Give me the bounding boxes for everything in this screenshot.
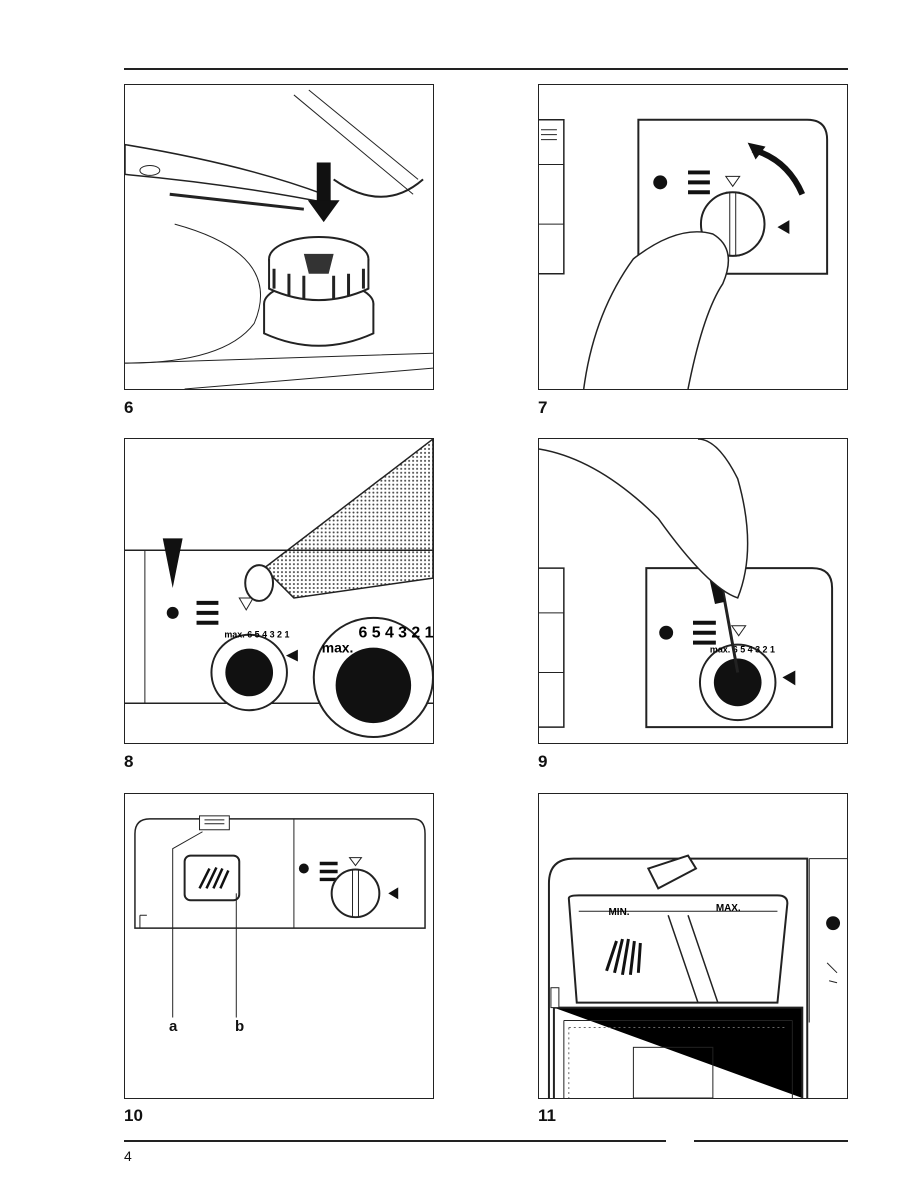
figure-9-panel: max. 6 5 4 3 2 1: [538, 438, 848, 744]
figure-10-number: 10: [124, 1106, 143, 1125]
figure-9-illustration: max. 6 5 4 3 2 1: [539, 439, 834, 729]
figure-6-number: 6: [124, 398, 134, 417]
bottom-rule-left: [124, 1140, 666, 1142]
page-number: 4: [124, 1148, 132, 1164]
figure-7-panel: [538, 84, 848, 390]
figure-11-number: 11: [538, 1106, 556, 1125]
callout-b: b: [235, 1018, 245, 1035]
figure-10-panel: a b: [124, 793, 434, 1099]
dial-label: max. 6 5 4 3 2 1: [710, 645, 775, 655]
callout-a: a: [169, 1018, 178, 1035]
figure-7-illustration: [539, 118, 829, 389]
dial: max. 6 5 4 3 2 1: [698, 643, 777, 722]
dial-small-label: max. 6 5 4 3 2 1: [224, 630, 289, 640]
max-label: MAX.: [716, 903, 741, 914]
figure-11-panel: MIN. MAX.: [538, 793, 848, 1099]
top-rule: [124, 68, 848, 70]
figure-9-number: 9: [538, 752, 548, 771]
figure-11-illustration: MIN. MAX.: [547, 854, 847, 1098]
dial-large-digits: 6 5 4 3 2 1: [358, 625, 433, 642]
dial-small: max. 6 5 4 3 2 1: [210, 630, 289, 712]
figure-10-illustration: [134, 815, 426, 1018]
figure-8-panel: max. 6 5 4 3 2 1 max. 6 5 4 3 2 1: [124, 438, 434, 744]
figure-6-panel: [124, 84, 434, 390]
dial-large-max: max.: [322, 640, 354, 656]
figure-8-number: 8: [124, 752, 134, 771]
dial-large: max. 6 5 4 3 2 1: [312, 616, 433, 739]
figure-7-number: 7: [538, 398, 548, 417]
bottom-rule-right: [694, 1140, 848, 1142]
min-label: MIN.: [609, 907, 630, 918]
figure-6-illustration: [125, 89, 433, 389]
figure-8-illustration: max. 6 5 4 3 2 1 max. 6 5 4 3 2 1: [125, 439, 433, 739]
